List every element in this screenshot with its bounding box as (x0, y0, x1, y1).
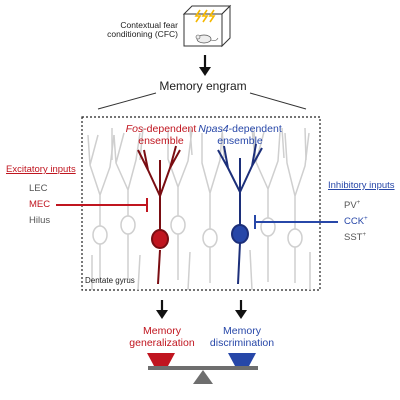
background-granule-cells (87, 127, 311, 291)
fos-suffix: -dependent (143, 123, 197, 135)
cck-projection (254, 215, 338, 229)
arrow-down-left-icon (156, 300, 168, 319)
npas4-gene-name: Npas4 (198, 123, 229, 135)
inhibitory-item-pv: PV+ (344, 200, 361, 212)
paradigm-label: Contextual fear conditioning (CFC) (107, 20, 178, 40)
npas4-ensemble-label: Npas4-dependent ensemble (198, 123, 282, 147)
balance-scale-icon (147, 353, 258, 384)
dentate-gyrus-box (81, 116, 321, 291)
outcome-left-line2: generalization (129, 336, 195, 349)
fos-gene-name: Fos (125, 123, 144, 135)
outcome-left-line1: Memory (143, 325, 181, 337)
engram-left-line (97, 92, 157, 110)
mec-projection (56, 198, 148, 212)
arrow-down-icon (199, 55, 211, 76)
inhibitory-item-sst: SST+ (344, 232, 366, 244)
npas4-line2: ensemble (217, 134, 263, 147)
fos-neuron (137, 145, 181, 285)
excitatory-title: Excitatory inputs (6, 164, 76, 175)
fos-line2: ensemble (138, 134, 184, 147)
cfc-chamber-icon (182, 4, 232, 48)
inhibitory-title: Inhibitory inputs (328, 180, 395, 191)
excitatory-item-lec: LEC (29, 183, 48, 194)
region-label: Dentate gyrus (85, 276, 135, 285)
paradigm-line-2: conditioning (CFC) (107, 29, 178, 40)
npas4-neuron (217, 143, 263, 285)
paradigm-line-1: Contextual fear (120, 20, 178, 30)
outcome-right-line1: Memory (223, 325, 261, 337)
outcome-right-line2: discrimination (209, 336, 275, 349)
outcome-discrimination: Memory discrimination (209, 325, 275, 349)
excitatory-item-hilus: Hilus (29, 215, 51, 226)
fos-ensemble-label: Fos-dependent ensemble (125, 123, 197, 147)
engram-title: Memory engram (159, 79, 247, 93)
npas4-suffix: -dependent (228, 123, 282, 135)
excitatory-item-mec: MEC (29, 199, 51, 210)
engram-right-line (249, 92, 307, 110)
arrow-down-right-icon (235, 300, 247, 319)
inhibitory-item-cck: CCK+ (344, 216, 368, 228)
outcome-generalization: Memory generalization (129, 325, 195, 349)
